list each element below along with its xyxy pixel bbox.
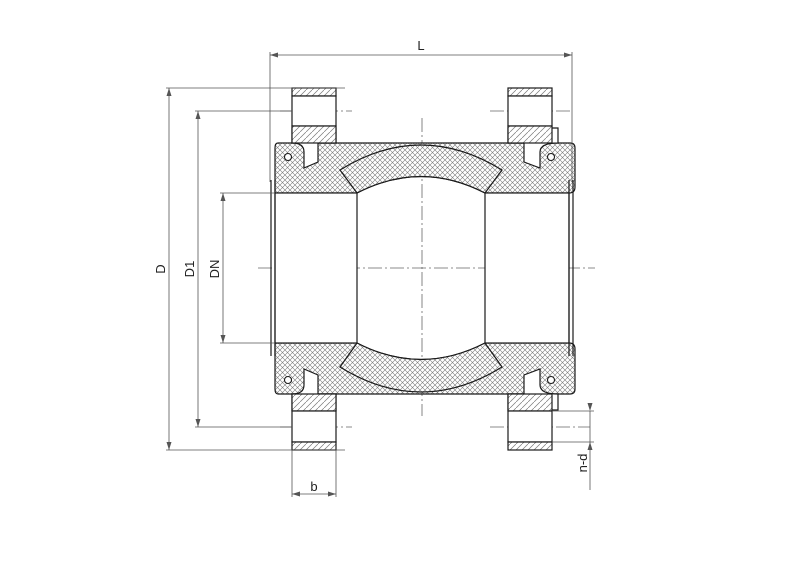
label-DN: DN: [207, 260, 222, 279]
arrow-b-right: [328, 491, 336, 497]
arrow-DN-bottom: [220, 335, 226, 343]
dimension-arrows: [166, 52, 593, 497]
arch-top: [339, 144, 503, 194]
flange-bottom-left-rim: [291, 441, 337, 451]
flange-top-left-bolt-zone: [291, 95, 337, 127]
ring-bottom-left: [283, 375, 293, 385]
bore-right: [484, 192, 570, 344]
dimension-lines: [166, 52, 594, 497]
arrow-D1-bottom: [195, 419, 201, 427]
arrow-D-top: [166, 88, 172, 96]
ring-top-left: [283, 152, 293, 162]
arrow-L-right: [564, 52, 572, 58]
arrow-L-left: [270, 52, 278, 58]
ring-bottom-right: [546, 375, 556, 385]
flange-top-right-rim: [507, 87, 553, 97]
reinforcement-rings: [283, 152, 556, 385]
arrow-nd-top: [587, 403, 593, 411]
flange-top-right-bolt-zone: [507, 95, 553, 127]
arrow-D1-top: [195, 111, 201, 119]
ring-top-right: [546, 152, 556, 162]
flange-bottom-left-bolt-zone: [291, 410, 337, 443]
arrow-DN-top: [220, 193, 226, 201]
flange-bottom-right-body: [507, 393, 553, 412]
flange-bottom-left-body: [291, 393, 337, 412]
label-D: D: [153, 264, 168, 273]
flange-top-left-rim: [291, 87, 337, 97]
label-n-d: n-d: [575, 454, 590, 473]
bore-left: [274, 192, 358, 344]
rubber-body: [274, 142, 576, 395]
inner-bore: [270, 180, 574, 356]
label-D1: D1: [182, 261, 197, 278]
dimension-labels: L D D1 DN b n-d: [153, 38, 590, 494]
label-b: b: [310, 479, 317, 494]
label-L: L: [417, 38, 424, 53]
flange-bottom-right-rim: [507, 441, 553, 451]
arch-bottom: [339, 342, 503, 393]
arrow-D-bottom: [166, 442, 172, 450]
flange-top-right-body: [507, 125, 553, 144]
flange-bottom-right-bolt-zone: [507, 410, 553, 443]
flanges: [291, 87, 553, 451]
arrow-nd-bottom: [587, 442, 593, 450]
arrow-b-left: [292, 491, 300, 497]
flange-top-left-body: [291, 125, 337, 144]
